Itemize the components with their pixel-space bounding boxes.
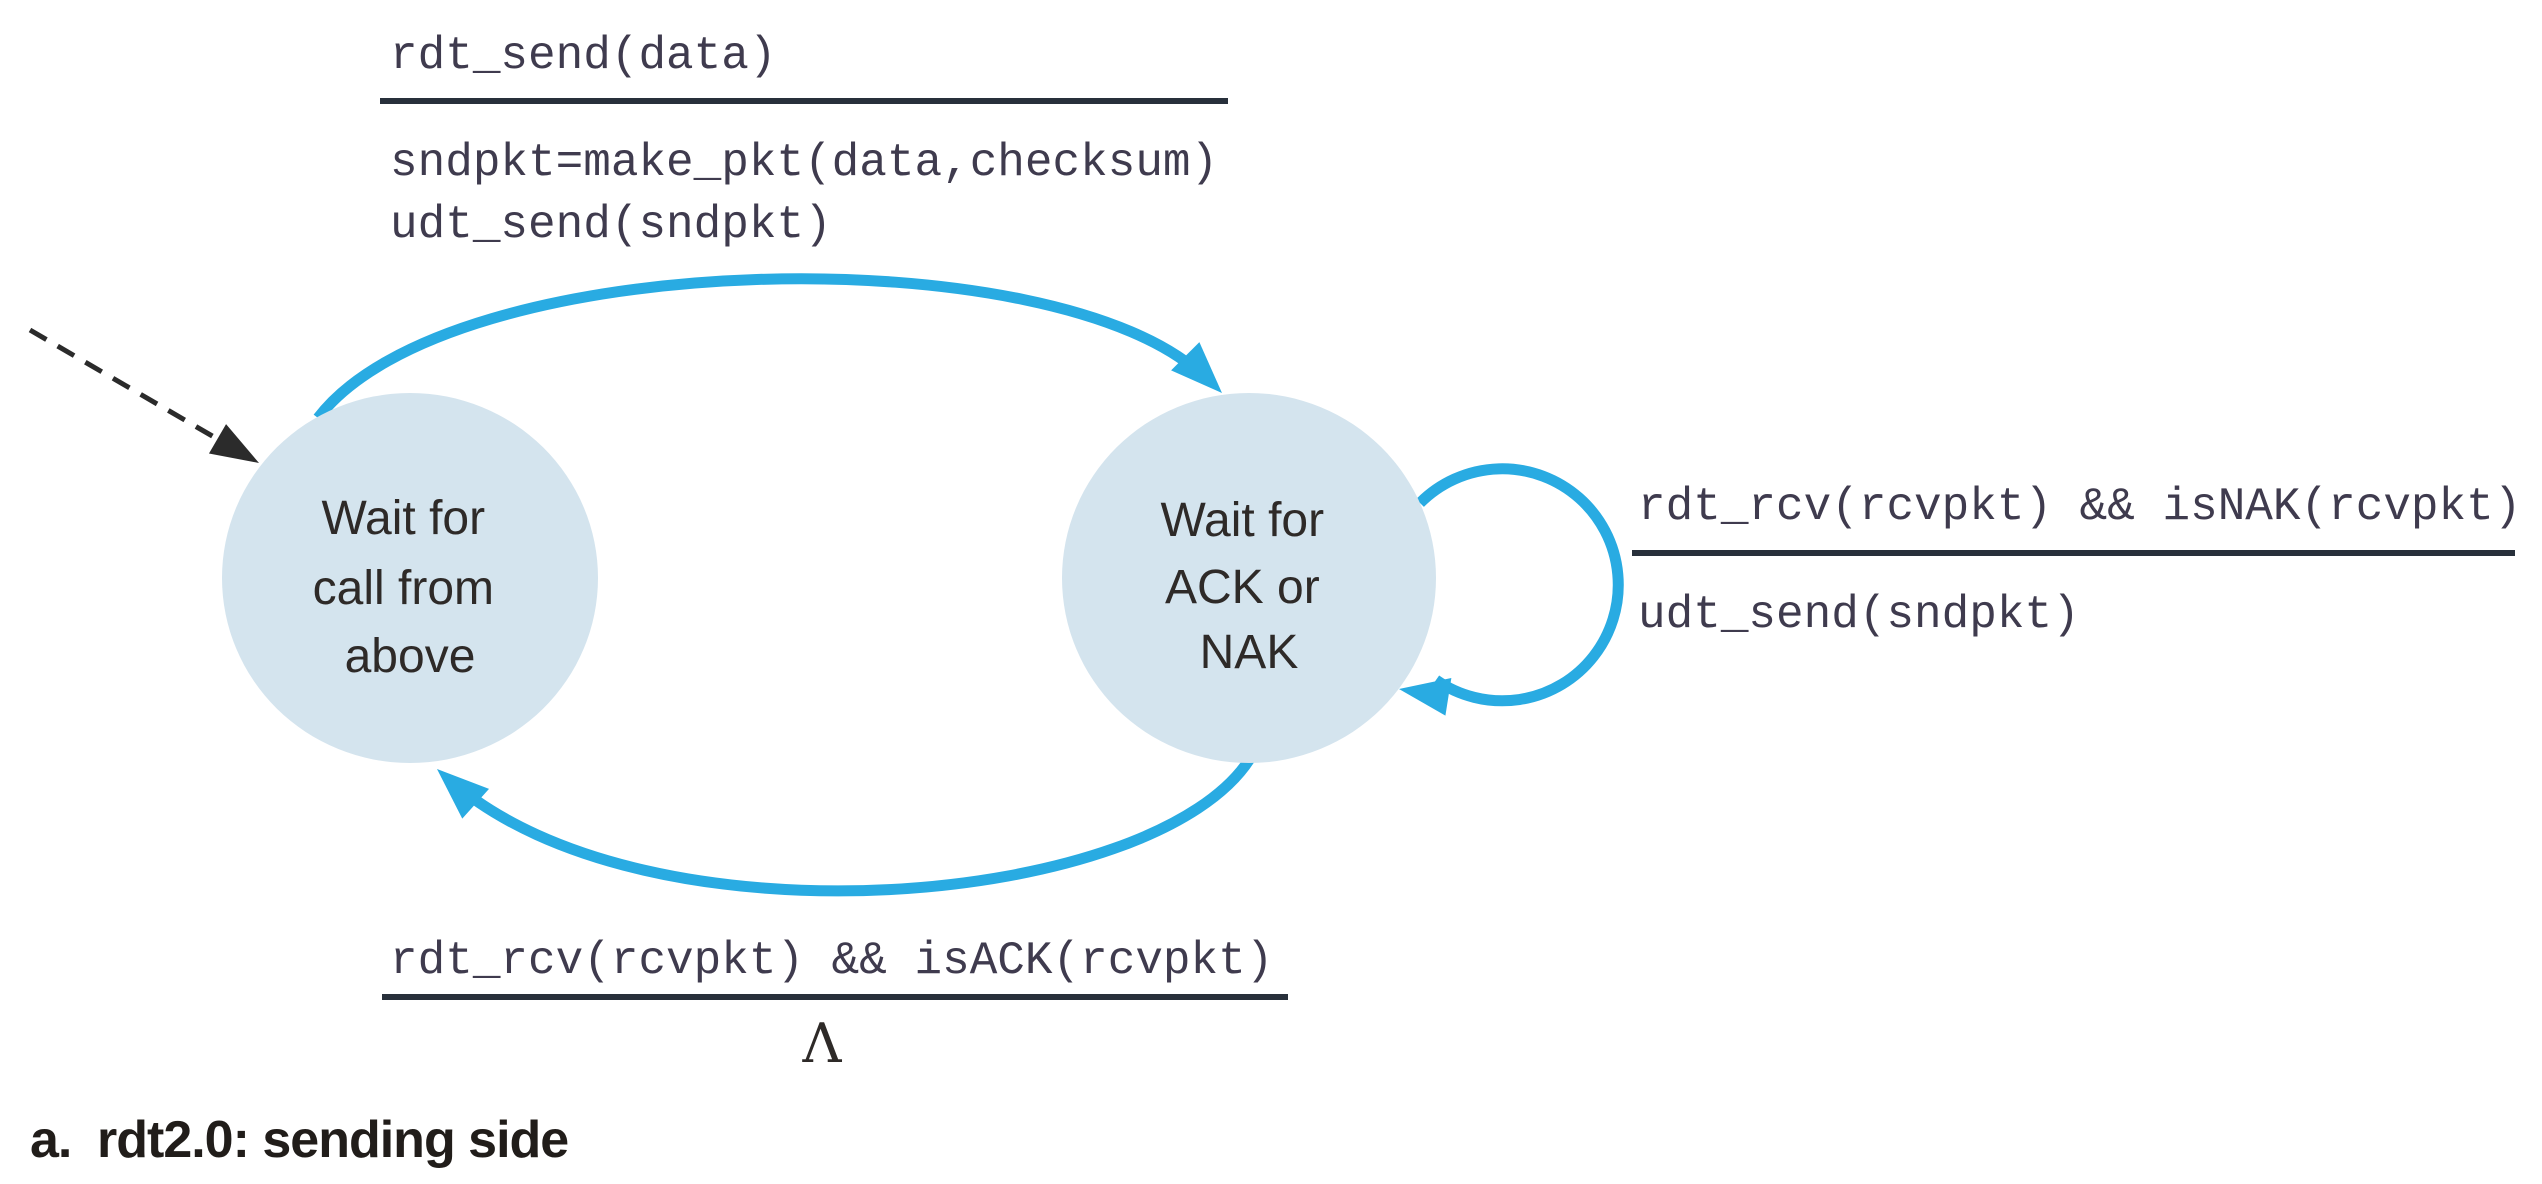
initial-arrow-head-icon [208, 424, 259, 463]
state-wait-ack-or-nak: Wait for ACK or NAK [1062, 393, 1436, 763]
transition-ack-return-arrow [437, 754, 1256, 897]
state-label-line: NAK [1200, 626, 1299, 679]
ack-return-arrowhead-icon [437, 769, 490, 819]
state-circle [222, 393, 598, 763]
label-send-data: rdt_send(data) sndpkt=make_pkt(data,chec… [380, 30, 1228, 251]
caption-prefix: a. [30, 1111, 71, 1169]
initial-arrow-dashed-line [28, 327, 228, 447]
action-text: udt_send(sndpkt) [390, 199, 832, 251]
nak-selfloop-arc [1416, 463, 1624, 707]
transition-nak-selfloop-arrow [1399, 463, 1624, 716]
state-label-line: above [345, 630, 476, 683]
state-label-line: Wait for [1161, 494, 1325, 547]
event-text: rdt_rcv(rcvpkt) && isNAK(rcvpkt) [1638, 481, 2521, 533]
action-text: sndpkt=make_pkt(data,checksum) [390, 137, 1218, 189]
state-label-line: ACK or [1165, 561, 1320, 614]
initial-state-arrow [28, 327, 259, 463]
event-text: rdt_send(data) [390, 30, 776, 82]
state-label-line: call from [313, 562, 494, 615]
action-text: udt_send(sndpkt) [1638, 589, 2080, 641]
state-wait-call-from-above: Wait for call from above [222, 393, 598, 763]
send-data-arc [313, 273, 1209, 422]
ack-return-arc [446, 754, 1256, 897]
figure-caption: a. rdt2.0: sending side [30, 1111, 569, 1169]
send-data-arrowhead-icon [1171, 342, 1222, 393]
transition-send-data-arrow [313, 273, 1222, 422]
state-circle [1062, 393, 1436, 763]
label-nak-retransmit: rdt_rcv(rcvpkt) && isNAK(rcvpkt) udt_sen… [1632, 481, 2521, 641]
caption-title: rdt2.0: sending side [97, 1111, 568, 1169]
label-ack-return: rdt_rcv(rcvpkt) && isACK(rcvpkt) Λ [382, 935, 1288, 1075]
event-text: rdt_rcv(rcvpkt) && isACK(rcvpkt) [390, 935, 1273, 987]
nak-selfloop-arrowhead-icon [1399, 678, 1452, 716]
state-label: Wait for ACK or NAK [1161, 494, 1338, 679]
lambda-action-text: Λ [802, 1012, 843, 1075]
state-label-line: Wait for [322, 492, 486, 545]
state-label: Wait for call from above [313, 492, 508, 683]
